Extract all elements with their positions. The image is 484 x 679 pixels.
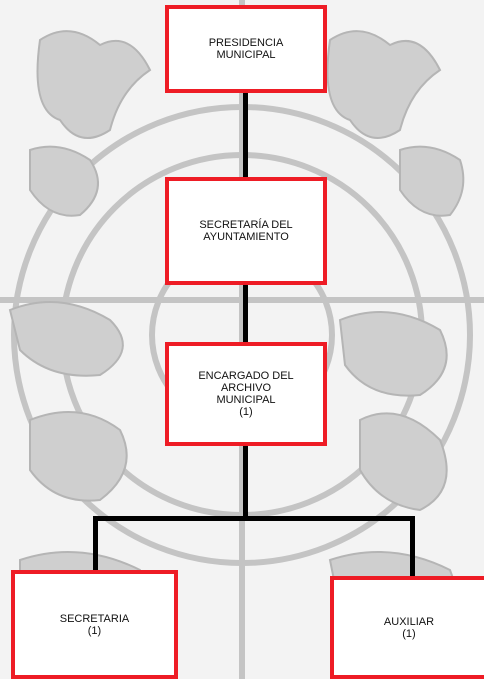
box-auxiliar: AUXILIAR (1): [330, 576, 484, 679]
presidencia-line2: MUNICIPAL: [216, 49, 275, 61]
connector-encargado-down: [243, 444, 248, 518]
box-encargado-del-archivo: ENCARGADO DEL ARCHIVO MUNICIPAL (1): [165, 342, 327, 446]
connector-down-auxiliar: [410, 516, 415, 578]
connector-presidencia-secretaria: [243, 91, 248, 178]
secretaria-count: (1): [88, 625, 101, 637]
secretaria-ayuntamiento-line2: AYUNTAMIENTO: [203, 231, 289, 243]
secretaria-ayuntamiento-line1: SECRETARÍA DEL: [199, 219, 292, 231]
encargado-count: (1): [239, 406, 252, 418]
auxiliar-label: AUXILIAR: [384, 616, 434, 628]
box-presidencia-municipal: PRESIDENCIA MUNICIPAL: [165, 5, 327, 93]
secretaria-label: SECRETARIA: [60, 613, 129, 625]
auxiliar-count: (1): [402, 628, 415, 640]
connector-secretaria-encargado: [243, 283, 248, 343]
presidencia-line1: PRESIDENCIA: [209, 37, 284, 49]
connector-down-secretaria: [93, 516, 98, 572]
box-secretaria: SECRETARIA (1): [11, 570, 178, 679]
box-secretaria-del-ayuntamiento: SECRETARÍA DEL AYUNTAMIENTO: [165, 177, 327, 285]
encargado-line3: MUNICIPAL: [216, 394, 275, 406]
encargado-line1: ENCARGADO DEL: [198, 370, 293, 382]
encargado-line2: ARCHIVO: [221, 382, 271, 394]
connector-horizontal-bar: [93, 516, 415, 521]
